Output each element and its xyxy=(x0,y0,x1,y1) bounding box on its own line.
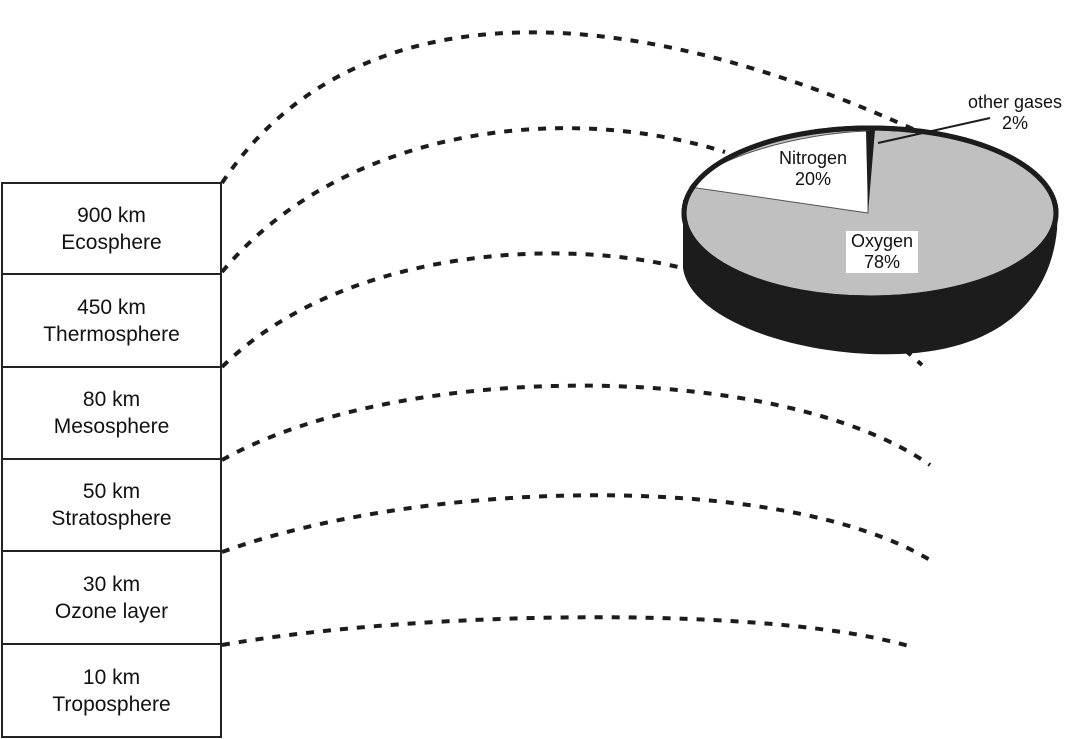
layer-altitude: 10 km xyxy=(82,665,141,689)
layer-mesosphere: 80 km Mesosphere xyxy=(1,368,222,460)
arc-ozone xyxy=(221,493,932,562)
layer-ecosphere: 900 km Ecosphere xyxy=(1,182,222,275)
layer-stratosphere: 50 km Stratosphere xyxy=(1,460,222,552)
layer-name: Mesosphere xyxy=(53,415,170,438)
pie-slice-other-gases xyxy=(866,130,875,213)
label-other-gases: other gases 2% xyxy=(967,92,1063,133)
layer-name: Ozone layer xyxy=(54,599,169,623)
label-nitrogen: Nitrogen 20% xyxy=(778,148,848,189)
arc-thermosphere xyxy=(220,126,726,274)
layer-name: Ecosphere xyxy=(61,230,162,254)
pie-chart xyxy=(681,117,1059,355)
layer-altitude: 80 km xyxy=(82,388,141,411)
layer-name: Thermosphere xyxy=(43,322,180,346)
layer-ozone: 30 km Ozone layer xyxy=(1,552,222,645)
layer-name: Stratosphere xyxy=(51,507,172,530)
arc-ecosphere xyxy=(220,30,916,185)
leader-line-other-gases xyxy=(877,117,991,144)
layer-altitude: 30 km xyxy=(82,572,141,596)
arc-stratosphere xyxy=(221,383,932,467)
label-oxygen: Oxygen 78% xyxy=(846,231,918,273)
layer-name: Troposphere xyxy=(52,692,171,716)
layer-thermosphere: 450 km Thermosphere xyxy=(1,275,222,368)
arc-mesosphere xyxy=(220,251,691,369)
layer-troposphere: 10 km Troposphere xyxy=(1,645,222,738)
layer-altitude: 900 km xyxy=(77,203,146,227)
layer-altitude: 50 km xyxy=(82,480,141,503)
arc-troposphere xyxy=(221,615,916,650)
layer-altitude: 450 km xyxy=(77,295,146,319)
